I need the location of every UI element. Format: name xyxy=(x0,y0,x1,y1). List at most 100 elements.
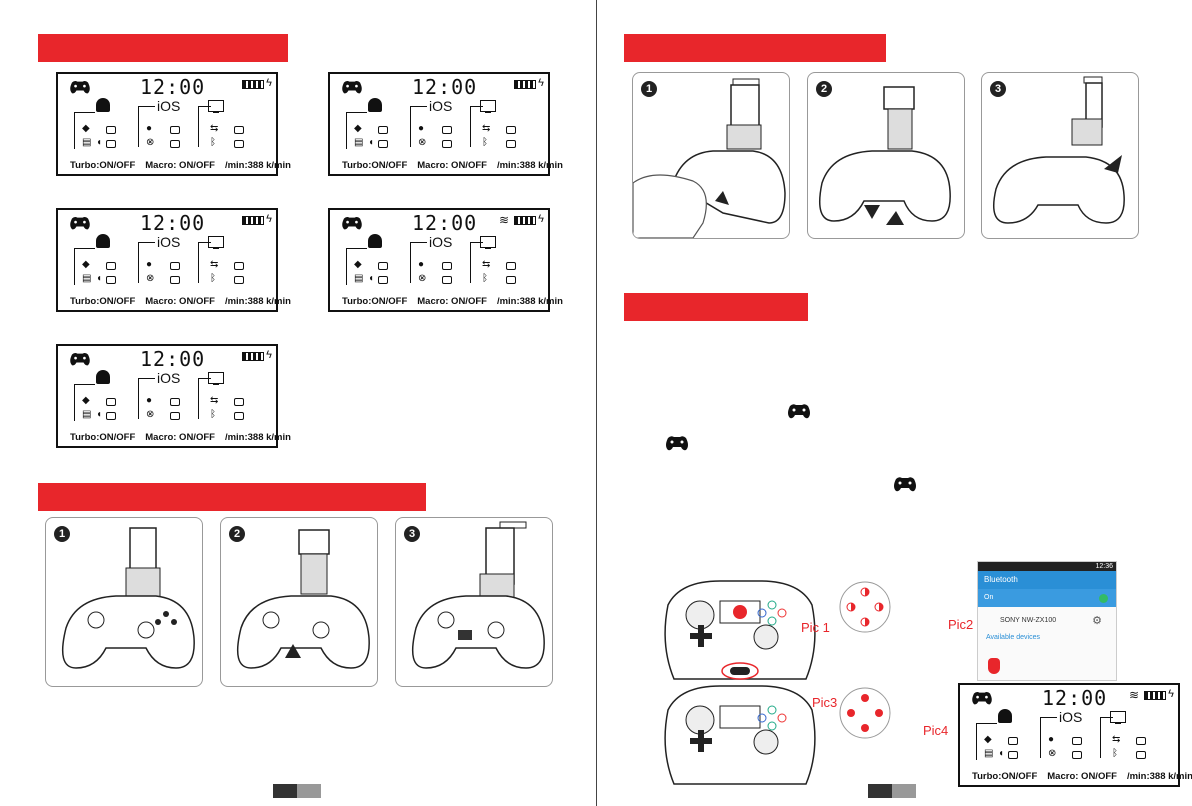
mode-indicator xyxy=(170,398,180,406)
bluetooth-icon: ᛒ xyxy=(210,273,216,284)
ios-label: iOS xyxy=(429,234,453,250)
mode-indicator xyxy=(442,276,452,284)
mouse-icon: ◖ xyxy=(96,273,103,284)
macro-label: Macro: ON/OFF xyxy=(417,296,487,307)
battery-icon xyxy=(514,216,536,225)
controller-illustration xyxy=(61,527,195,669)
turbo-label: Turbo:ON/OFF xyxy=(342,296,408,307)
mode-indicator xyxy=(1008,751,1018,759)
android-icon xyxy=(96,234,110,248)
mode-indicator xyxy=(234,126,244,134)
pic4-label: Pic4 xyxy=(923,723,949,738)
step-number-3: 3 xyxy=(990,81,1006,97)
macro-label: Macro: ON/OFF xyxy=(145,296,215,307)
gamepad-icon xyxy=(342,80,362,94)
android-icon xyxy=(368,98,382,112)
usb-icon: ⇆ xyxy=(1112,734,1121,745)
pic3-label: Pic3 xyxy=(812,695,838,710)
mouse-icon: ◖ xyxy=(368,273,375,284)
bracket-line xyxy=(346,112,367,149)
gamepad-mode-icon: ◆ xyxy=(82,123,90,134)
android-icon xyxy=(96,98,110,112)
speed-label: /min:388 k/min xyxy=(224,296,291,307)
bluetooth-icon: ᛒ xyxy=(482,273,488,284)
install-step-photo-1: 1 xyxy=(632,72,790,239)
gamepad-icon xyxy=(70,352,90,366)
lcd-footer: Turbo:ON/OFF Macro: ON/OFF/min:388 k/min xyxy=(342,296,573,307)
bracket-line xyxy=(410,242,427,283)
step-number-2: 2 xyxy=(229,526,245,542)
mode-indicator xyxy=(234,262,244,270)
step-number-1: 1 xyxy=(54,526,70,542)
bracket-line xyxy=(410,106,427,147)
gamepad-icon xyxy=(788,404,810,419)
mode-indicator xyxy=(234,398,244,406)
usb-icon: ⇆ xyxy=(210,123,219,134)
page-divider xyxy=(596,0,597,806)
page-marker-right xyxy=(868,784,916,798)
lcd-clock: 12:00 xyxy=(140,75,206,99)
lcd-clock: 12:00 xyxy=(140,211,206,235)
lcd-clock: 12:00 xyxy=(412,75,478,99)
mode-indicator xyxy=(378,262,388,270)
mode-indicator xyxy=(234,140,244,148)
bracket-line xyxy=(198,106,211,147)
apple-icon: ● xyxy=(146,123,153,134)
controller-illustration xyxy=(819,86,951,225)
phone-status-time: 12:36 xyxy=(1095,563,1113,570)
ios-label: iOS xyxy=(157,234,181,250)
holder-step-photo-1: 1 xyxy=(45,517,203,687)
keyboard-icon: ▤ xyxy=(984,748,994,759)
ios-label: iOS xyxy=(157,98,181,114)
bracket-line xyxy=(346,248,367,285)
charging-icon: ϟ xyxy=(266,213,272,225)
toggle-switch-icon[interactable] xyxy=(1099,594,1108,603)
mode-indicator xyxy=(506,140,516,148)
phone-toggle-row[interactable]: On xyxy=(978,589,1116,607)
x-button-icon: ⊗ xyxy=(146,137,155,148)
bluetooth-icon: ᛒ xyxy=(210,137,216,148)
keyboard-icon: ▤ xyxy=(82,273,92,284)
phone-title: Bluetooth xyxy=(984,575,1018,584)
mode-indicator xyxy=(170,412,180,420)
pic1-label: Pic 1 xyxy=(801,620,830,635)
phone-titlebar: Bluetooth xyxy=(978,571,1116,589)
speed-label: /min:388 k/min xyxy=(496,296,563,307)
gamepad-icon xyxy=(70,216,90,230)
bracket-line xyxy=(74,384,95,421)
mode-indicator xyxy=(170,140,180,148)
apple-icon: ● xyxy=(146,259,153,270)
bracket-line xyxy=(470,106,483,147)
bluetooth-icon: ᛒ xyxy=(482,137,488,148)
gamepad-mode-icon: ◆ xyxy=(354,259,362,270)
gamepad-icon xyxy=(666,436,688,451)
android-icon xyxy=(368,234,382,248)
controller-in-hand-illustration xyxy=(633,78,786,238)
gamepad-mode-icon: ◆ xyxy=(82,395,90,406)
controller-illustration xyxy=(993,76,1125,224)
pic2-label: Pic2 xyxy=(948,617,974,632)
mode-indicator xyxy=(506,276,516,284)
macro-label: Macro: ON/OFF xyxy=(1047,771,1117,782)
mode-indicator xyxy=(106,412,116,420)
mouse-icon: ◖ xyxy=(96,137,103,148)
gear-icon[interactable]: ⚙ xyxy=(1092,615,1102,627)
usb-icon: ⇆ xyxy=(210,395,219,406)
holder-step-photo-2: 2 xyxy=(220,517,378,687)
section-bar-holder-right xyxy=(624,34,886,62)
gamepad-icon xyxy=(972,691,992,705)
mode-indicator xyxy=(106,262,116,270)
usb-icon: ⇆ xyxy=(482,259,491,270)
lcd-clock: 12:00 xyxy=(1042,686,1108,710)
x-button-icon: ⊗ xyxy=(1048,748,1057,759)
holder-step-photo-3: 3 xyxy=(395,517,553,687)
controller-illustration xyxy=(411,521,545,669)
phone-device-row[interactable]: SONY NW-ZX100 ⚙ xyxy=(978,607,1116,627)
